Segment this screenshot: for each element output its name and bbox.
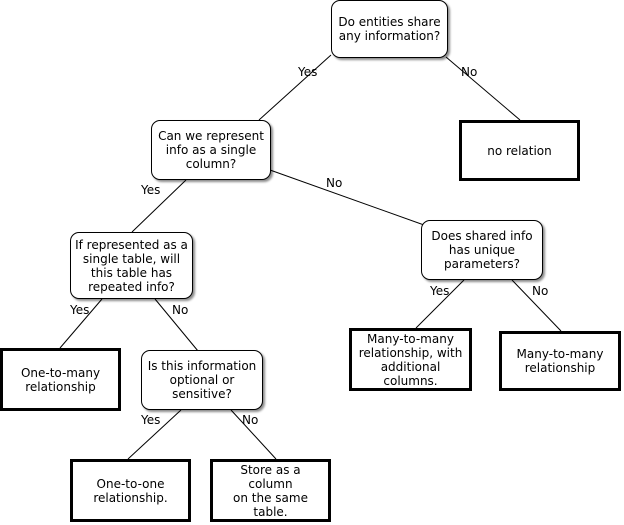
edge-label-optional-yes: Yes — [141, 413, 161, 427]
result-store-as-column-text: Store as a column on the same table. — [233, 462, 308, 519]
result-many-to-many-columns-text: Many-to-many relationship, with addition… — [358, 331, 463, 388]
edge-optional-no — [230, 409, 277, 460]
question-repeated-info: If represented as a single table, will t… — [70, 232, 193, 299]
result-many-to-many-text: Many-to-many relationship — [516, 347, 604, 375]
result-no-relation: no relation — [459, 120, 580, 181]
question-single-column-text: Can we represent info as a single column… — [158, 129, 264, 171]
edge-label-repeated-no: No — [172, 303, 189, 317]
result-one-to-many-text: One-to-many relationship — [20, 365, 101, 394]
edge-share-yes — [258, 54, 332, 121]
result-no-relation-text: no relation — [487, 143, 552, 158]
result-one-to-one-text: One-to-one relationship. — [93, 476, 168, 505]
question-optional-sensitive: Is this information optional or sensitiv… — [141, 350, 263, 410]
question-unique-parameters: Does shared info has unique parameters? — [421, 220, 543, 280]
edge-label-single-no: No — [326, 176, 343, 190]
question-unique-parameters-text: Does shared info has unique parameters? — [431, 229, 533, 271]
edge-repeated-yes — [59, 298, 103, 349]
edge-unique-no — [511, 279, 562, 332]
edge-label-repeated-yes: Yes — [70, 303, 90, 317]
edge-share-no — [445, 56, 521, 121]
result-one-to-many: One-to-many relationship — [0, 348, 121, 411]
edge-single-yes — [131, 179, 187, 233]
result-many-to-many: Many-to-many relationship — [499, 331, 621, 391]
edge-label-unique-no: No — [532, 284, 549, 298]
question-single-column: Can we represent info as a single column… — [151, 120, 271, 180]
question-optional-sensitive-text: Is this information optional or sensitiv… — [147, 359, 257, 401]
edge-label-share-yes: Yes — [298, 65, 318, 79]
result-many-to-many-columns: Many-to-many relationship, with addition… — [349, 328, 472, 391]
question-share-info: Do entities share any information? — [331, 0, 448, 58]
edge-single-no — [269, 169, 439, 231]
edge-label-optional-no: No — [242, 413, 259, 427]
edge-label-unique-yes: Yes — [430, 284, 450, 298]
result-store-as-column: Store as a column on the same table. — [210, 459, 331, 522]
question-share-info-text: Do entities share any information? — [338, 15, 441, 43]
edge-label-single-yes: Yes — [141, 183, 161, 197]
result-one-to-one: One-to-one relationship. — [70, 459, 191, 522]
edge-optional-yes — [127, 409, 182, 460]
edge-label-share-no: No — [461, 65, 478, 79]
question-repeated-info-text: If represented as a single table, will t… — [75, 237, 188, 294]
edge-repeated-no — [154, 298, 199, 352]
edge-unique-yes — [415, 279, 465, 329]
